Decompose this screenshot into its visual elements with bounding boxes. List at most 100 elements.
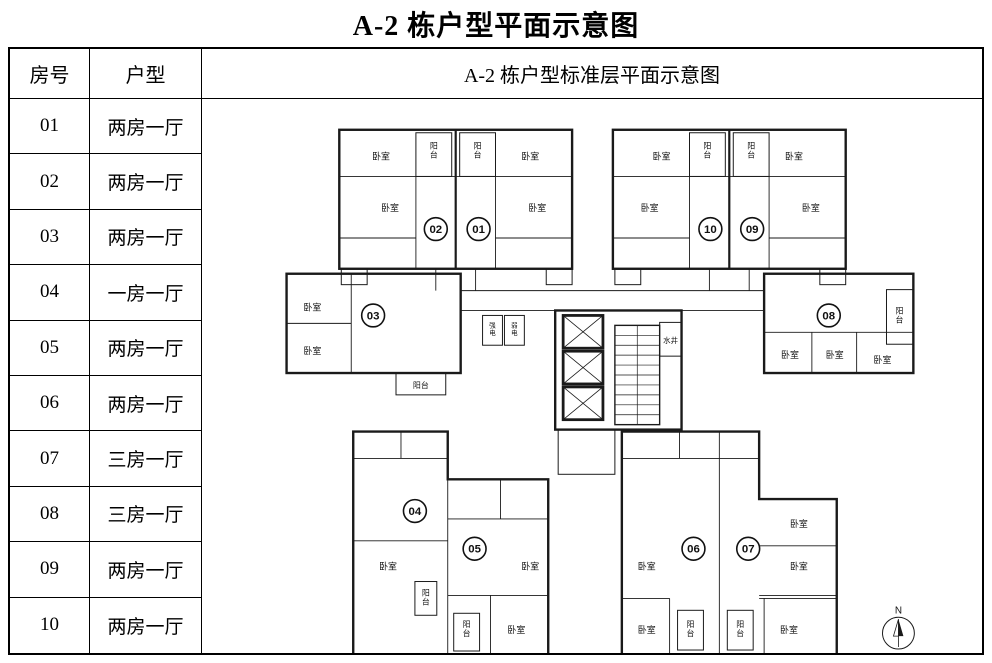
unit-number-label: 01	[472, 224, 485, 236]
table-cell-room: 08	[10, 486, 90, 543]
unit-circle	[698, 216, 723, 242]
room-label: 卧室	[521, 151, 539, 162]
unit-number-label: 04	[409, 506, 422, 518]
room-label: 阳台	[413, 380, 429, 390]
unit-number-label: 08	[822, 310, 835, 322]
room-label: 卧室	[790, 561, 808, 572]
unit-circle	[402, 498, 428, 524]
partition-wall	[726, 609, 754, 651]
unit-circle	[739, 216, 765, 242]
room-label: 卧室	[379, 561, 397, 572]
unit-circle	[816, 303, 842, 328]
table-cell-room: 10	[10, 597, 90, 653]
room-label: 阳台	[736, 620, 744, 638]
wall-outline	[352, 430, 550, 653]
table-cell-type: 两房一厅	[90, 376, 202, 432]
partition-wall	[340, 268, 368, 286]
table-cell-type: 一房一厅	[90, 265, 202, 321]
unit-circle	[466, 216, 491, 242]
room-label: 水井	[663, 335, 678, 345]
unit-circle	[735, 536, 761, 561]
elevator-x-icon	[562, 386, 604, 420]
unit-number-label: 10	[704, 224, 717, 236]
table-cell-room: 05	[10, 320, 90, 376]
partition-wall	[819, 268, 847, 286]
table-cell-type: 两房一厅	[90, 320, 202, 376]
room-label: 卧室	[638, 561, 656, 572]
wall-outline	[620, 430, 838, 653]
partition-wall	[395, 372, 447, 396]
elevator-x-icon	[562, 315, 604, 349]
room-label: 阳台	[422, 588, 430, 606]
room-label: 卧室	[826, 349, 844, 360]
room-label: 卧室	[638, 624, 656, 635]
unit-circle	[462, 536, 487, 561]
partition-wall	[885, 289, 914, 345]
table-cell-type: 两房一厅	[90, 154, 202, 210]
table-cell-room: 04	[10, 265, 90, 321]
floor-plan-area: 卧室卧室卧室卧室卧室卧室卧室卧室卧室卧室卧室卧室卧室卧室卧室卧室卧室卧室卧室卧室…	[202, 99, 982, 653]
room-label: 阳台	[687, 620, 695, 638]
plan-title: A-2 栋户型标准层平面示意图	[202, 49, 982, 99]
room-label: 卧室	[303, 345, 321, 356]
room-label: 卧室	[528, 202, 546, 213]
room-label: 强电	[489, 321, 496, 336]
room-label: 卧室	[641, 202, 659, 213]
table-cell-room: 01	[10, 99, 90, 155]
table-cell-room: 03	[10, 209, 90, 266]
floor-plan-svg: 卧室卧室卧室卧室卧室卧室卧室卧室卧室卧室卧室卧室卧室卧室卧室卧室卧室卧室卧室卧室…	[285, 128, 915, 653]
unit-number-label: 07	[742, 544, 755, 556]
room-label: 卧室	[780, 624, 798, 635]
compass-north-label: N	[895, 605, 902, 616]
compass-needle	[892, 619, 899, 637]
col-header-room: 房号	[10, 49, 90, 99]
room-label: 卧室	[372, 151, 390, 162]
table-cell-type: 两房一厅	[90, 597, 202, 653]
table-cell-type: 两房一厅	[90, 99, 202, 155]
room-label: 阳台	[474, 142, 482, 160]
unit-number-label: 06	[687, 544, 700, 556]
col-header-type: 户型	[90, 49, 202, 99]
room-label: 卧室	[785, 151, 803, 162]
room-label: 阳台	[703, 142, 711, 160]
unit-circle	[681, 536, 706, 561]
room-label: 卧室	[521, 561, 539, 572]
unit-number-label: 03	[367, 310, 380, 322]
table-cell-type: 三房一厅	[90, 431, 202, 487]
unit-number-label: 02	[429, 224, 442, 236]
layout-table: 房号 户型 A-2 栋户型标准层平面示意图 01 两房一厅 02 两房一厅 03…	[8, 47, 984, 655]
room-label: 阳台	[747, 142, 755, 160]
compass-needle	[898, 619, 904, 637]
room-label: 阳台	[895, 306, 903, 324]
table-cell-type: 两房一厅	[90, 209, 202, 266]
room-label: 卧室	[507, 624, 525, 635]
room-label: 阳台	[463, 620, 471, 638]
room-label: 卧室	[802, 202, 820, 213]
partition-wall	[545, 268, 573, 286]
partition-wall	[614, 268, 642, 286]
table-cell-room: 09	[10, 542, 90, 598]
room-label: 卧室	[874, 354, 892, 365]
partition-wall	[677, 609, 704, 651]
room-label: 卧室	[653, 151, 671, 162]
partition-wall	[453, 612, 481, 652]
unit-circle	[423, 216, 449, 242]
table-cell-room: 07	[10, 431, 90, 487]
partition-wall	[503, 314, 525, 346]
room-label: 卧室	[781, 349, 799, 360]
room-label: 卧室	[381, 202, 399, 213]
room-label: 卧室	[790, 518, 808, 529]
partition-wall	[414, 581, 438, 616]
page-title: A-2 栋户型平面示意图	[352, 11, 640, 42]
table-cell-type: 三房一厅	[90, 486, 202, 543]
compass-icon	[882, 616, 915, 650]
unit-number-label: 09	[746, 224, 759, 236]
room-label: 阳台	[430, 142, 438, 160]
partition-wall	[482, 314, 503, 346]
table-cell-room: 06	[10, 376, 90, 432]
table-cell-room: 02	[10, 154, 90, 210]
partition-wall	[557, 429, 616, 475]
unit-circle	[360, 303, 386, 328]
table-cell-type: 两房一厅	[90, 542, 202, 598]
